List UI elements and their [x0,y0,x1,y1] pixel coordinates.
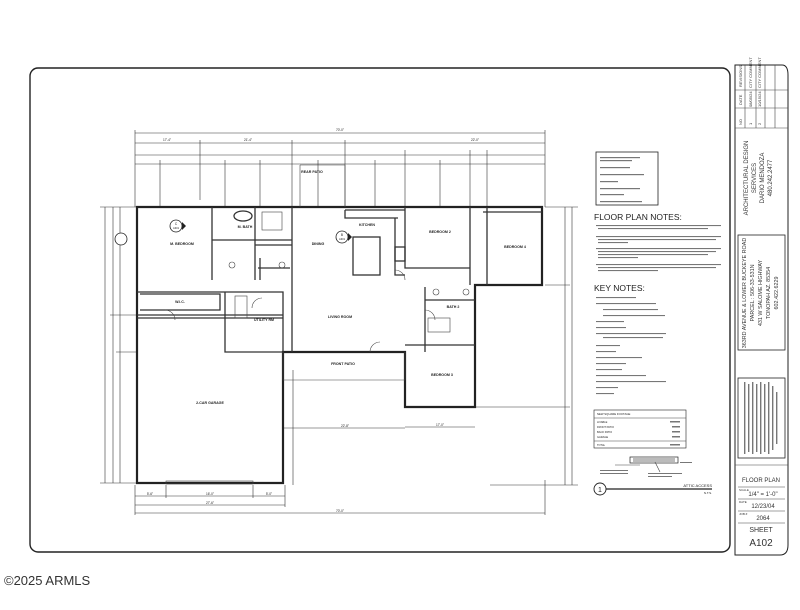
key-notes-text [596,297,666,395]
room-wic: W.I.C. [175,300,185,304]
rev-header-no: NO [738,119,743,125]
sheet-date: 12/23/04 [751,504,775,510]
watermark: ©2025 ARMLS [4,573,91,588]
svg-text:DARIO MENDOZA: DARIO MENDOZA [760,153,766,204]
sheet-number: A102 [749,538,773,549]
svg-text:27'-6": 27'-6" [206,501,214,505]
dim-bottom-overall: 70'-0" [336,509,344,513]
svg-text:NEW SQUARE FOOTAGE: NEW SQUARE FOOTAGE [597,412,630,416]
detail-number: 1 [598,487,602,494]
rev-header-revisions: REVISIONS [738,65,743,87]
svg-text:363RD AVENUE & LOWER BUCKEYE R: 363RD AVENUE & LOWER BUCKEYE ROAD [742,238,748,349]
dimension-lines: 70'-0" 17'-4" 21'-4" 22'-0" 5'-6" 16'-0"… [100,128,578,515]
svg-text:480.242.2477: 480.242.2477 [768,159,774,196]
attic-access-detail: 1 ATTIC ACCESS N.T.S. [593,456,712,496]
detail-title: ATTIC ACCESS [683,483,712,488]
svg-text:22'-8": 22'-8" [341,424,349,428]
sheet-info: FLOOR PLAN SCALE 1/4" = 1'-0" DATE 12/23… [735,464,788,549]
disclaimer-text [744,382,778,454]
section-tag-c: C A301 [169,219,186,233]
svg-text:22'-0": 22'-0" [471,138,479,142]
dim-top-overall: 70'-0" [336,128,344,132]
key-notes-title: KEY NOTES: [594,283,645,293]
svg-text:5'-0": 5'-0" [266,492,272,496]
svg-text:602.422.6229: 602.422.6229 [774,277,780,310]
sheet-border [29,67,731,553]
room-labels: M. BEDROOM M. BATH W.I.C. DINING KITCHEN… [170,170,526,405]
job-number: 2064 [756,516,770,522]
svg-text:GARAGE: GARAGE [597,435,608,439]
title-block: NO DATE REVISIONS 1 08/05/24 CITY COMMEN… [734,57,789,556]
general-notes-box [595,151,659,206]
svg-text:5'-6": 5'-6" [147,492,153,496]
room-bedroom-4: BEDROOM 4 [504,245,526,249]
svg-text:TONOPAH AZ. 85354: TONOPAH AZ. 85354 [766,267,772,319]
svg-text:BACK PATIO: BACK PATIO [597,430,612,434]
square-footage-table: NEW SQUARE FOOTAGE LIVABLE FRONT PATIO B… [593,409,687,449]
room-front-patio: FRONT PATIO [331,362,355,366]
sheet-name: FLOOR PLAN [742,478,780,484]
rev-no: 2 [757,122,762,125]
svg-text:21'-4": 21'-4" [244,138,252,142]
svg-text:431 W SALOME HIGHWAY: 431 W SALOME HIGHWAY [758,259,764,326]
svg-text:JOB #: JOB # [739,512,748,516]
svg-text:16'-0": 16'-0" [206,492,214,496]
room-dining: DINING [312,242,325,246]
rev-no: 1 [748,122,753,125]
svg-text:A301: A301 [173,226,180,230]
room-kitchen: KITCHEN [359,223,375,227]
floor-plan-notes-title: FLOOR PLAN NOTES: [594,212,682,222]
svg-text:ARCHITECTURAL DESIGN: ARCHITECTURAL DESIGN [744,141,750,216]
svg-text:C: C [175,222,178,226]
svg-text:LIVABLE: LIVABLE [597,420,608,424]
svg-text:17'-0": 17'-0" [436,423,444,427]
svg-text:FRONT PATIO: FRONT PATIO [597,425,614,429]
rev-text: CITY COMMENT [757,57,762,88]
floor-plan-walls [135,164,544,485]
svg-text:SERVICES: SERVICES [752,163,758,193]
room-master-bedroom: M. BEDROOM [170,242,194,246]
designer-info: ARCHITECTURAL DESIGN SERVICES DARIO MEND… [744,141,774,216]
project-info: 363RD AVENUE & LOWER BUCKEYE ROAD PARCEL… [742,238,780,349]
rev-header-date: DATE [738,94,743,105]
svg-text:DATE: DATE [739,500,747,504]
section-tag-b: B A301 [335,230,352,244]
svg-text:SCALE: SCALE [739,488,749,492]
svg-text:SHEET: SHEET [749,527,773,534]
disclaimer-box [737,377,786,459]
floor-plan-notes-text [596,225,721,272]
detail-scale: N.T.S. [704,491,712,495]
svg-text:A301: A301 [339,237,346,241]
svg-text:PARCEL : 506-33-531N: PARCEL : 506-33-531N [750,264,756,321]
rev-date: 10/15/24 [757,91,762,107]
room-garage: 2-CAR GARAGE [196,401,224,405]
svg-text:TOTAL: TOTAL [597,443,606,447]
svg-text:B: B [341,233,343,237]
room-living: LIVING ROOM [328,315,352,319]
sheet-scale: 1/4" = 1'-0" [748,492,777,498]
svg-text:17'-4": 17'-4" [163,138,171,142]
room-rear-patio: REAR PATIO [301,170,323,174]
rev-text: CITY COMMENT [748,57,753,88]
room-bedroom-2: BEDROOM 2 [429,230,451,234]
section-tag-left [114,232,128,246]
room-bedroom-3: BEDROOM 3 [431,373,453,377]
room-master-bath: M. BATH [238,225,253,229]
room-bath-2: BATH 2 [447,305,460,309]
room-utility: UTILITY RM [254,318,274,322]
revisions-table: NO DATE REVISIONS 1 08/05/24 CITY COMMEN… [735,57,788,129]
rev-date: 08/05/24 [748,91,753,107]
